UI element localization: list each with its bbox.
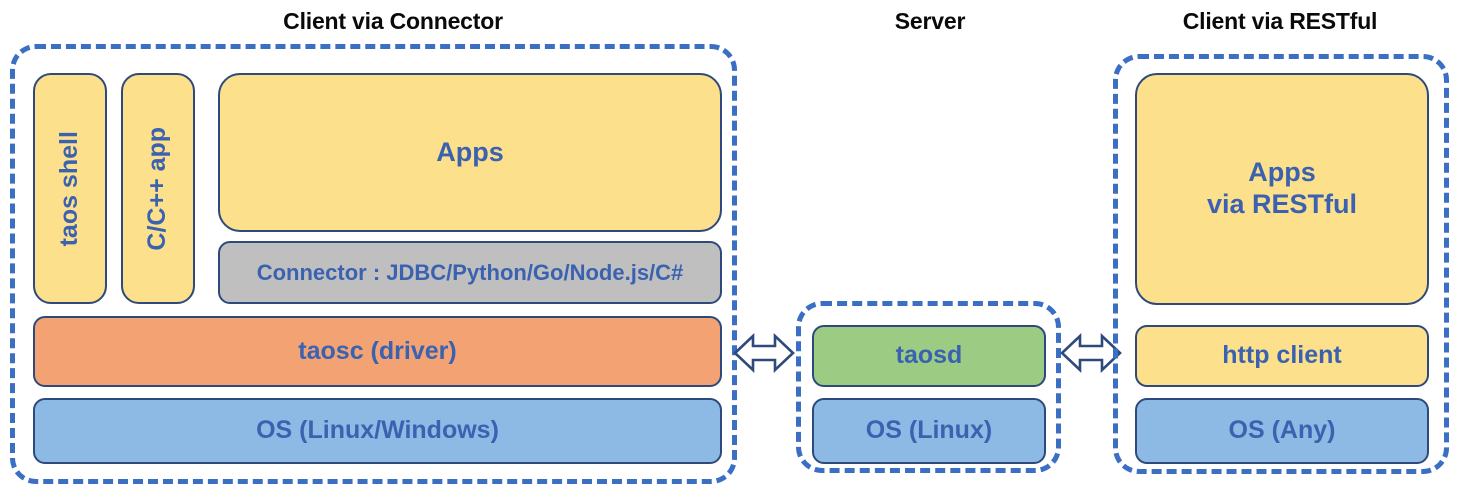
box-apps-via-restful[interactable]: Apps via RESTful [1135, 73, 1429, 305]
section-title-server: Server [894, 8, 966, 34]
box-c-cpp-app[interactable]: C/C++ app [121, 73, 195, 304]
group-client-connector [10, 44, 737, 484]
section-title-client-restful: Client via RESTful [1182, 8, 1378, 34]
box-http-client[interactable]: http client [1135, 325, 1429, 387]
box-connector-list[interactable]: Connector : JDBC/Python/Go/Node.js/C# [218, 241, 722, 304]
double-headed-arrow-icon-left [733, 332, 795, 374]
box-os-linux[interactable]: OS (Linux) [812, 398, 1046, 464]
group-server [796, 301, 1061, 473]
box-taos-shell[interactable]: taos shell [33, 73, 107, 304]
box-os-linux-windows[interactable]: OS (Linux/Windows) [33, 398, 722, 464]
section-title-client-connector: Client via Connector [283, 8, 503, 34]
double-headed-arrow-icon-right [1060, 332, 1122, 374]
box-taosc-driver[interactable]: taosc (driver) [33, 316, 722, 387]
box-c-cpp-app-label: C/C++ app [143, 126, 172, 251]
group-client-restful [1113, 54, 1449, 474]
box-taos-shell-label: taos shell [55, 130, 84, 247]
box-taosd[interactable]: taosd [812, 325, 1046, 387]
box-apps-connector[interactable]: Apps [218, 73, 722, 232]
box-os-any[interactable]: OS (Any) [1135, 398, 1429, 464]
